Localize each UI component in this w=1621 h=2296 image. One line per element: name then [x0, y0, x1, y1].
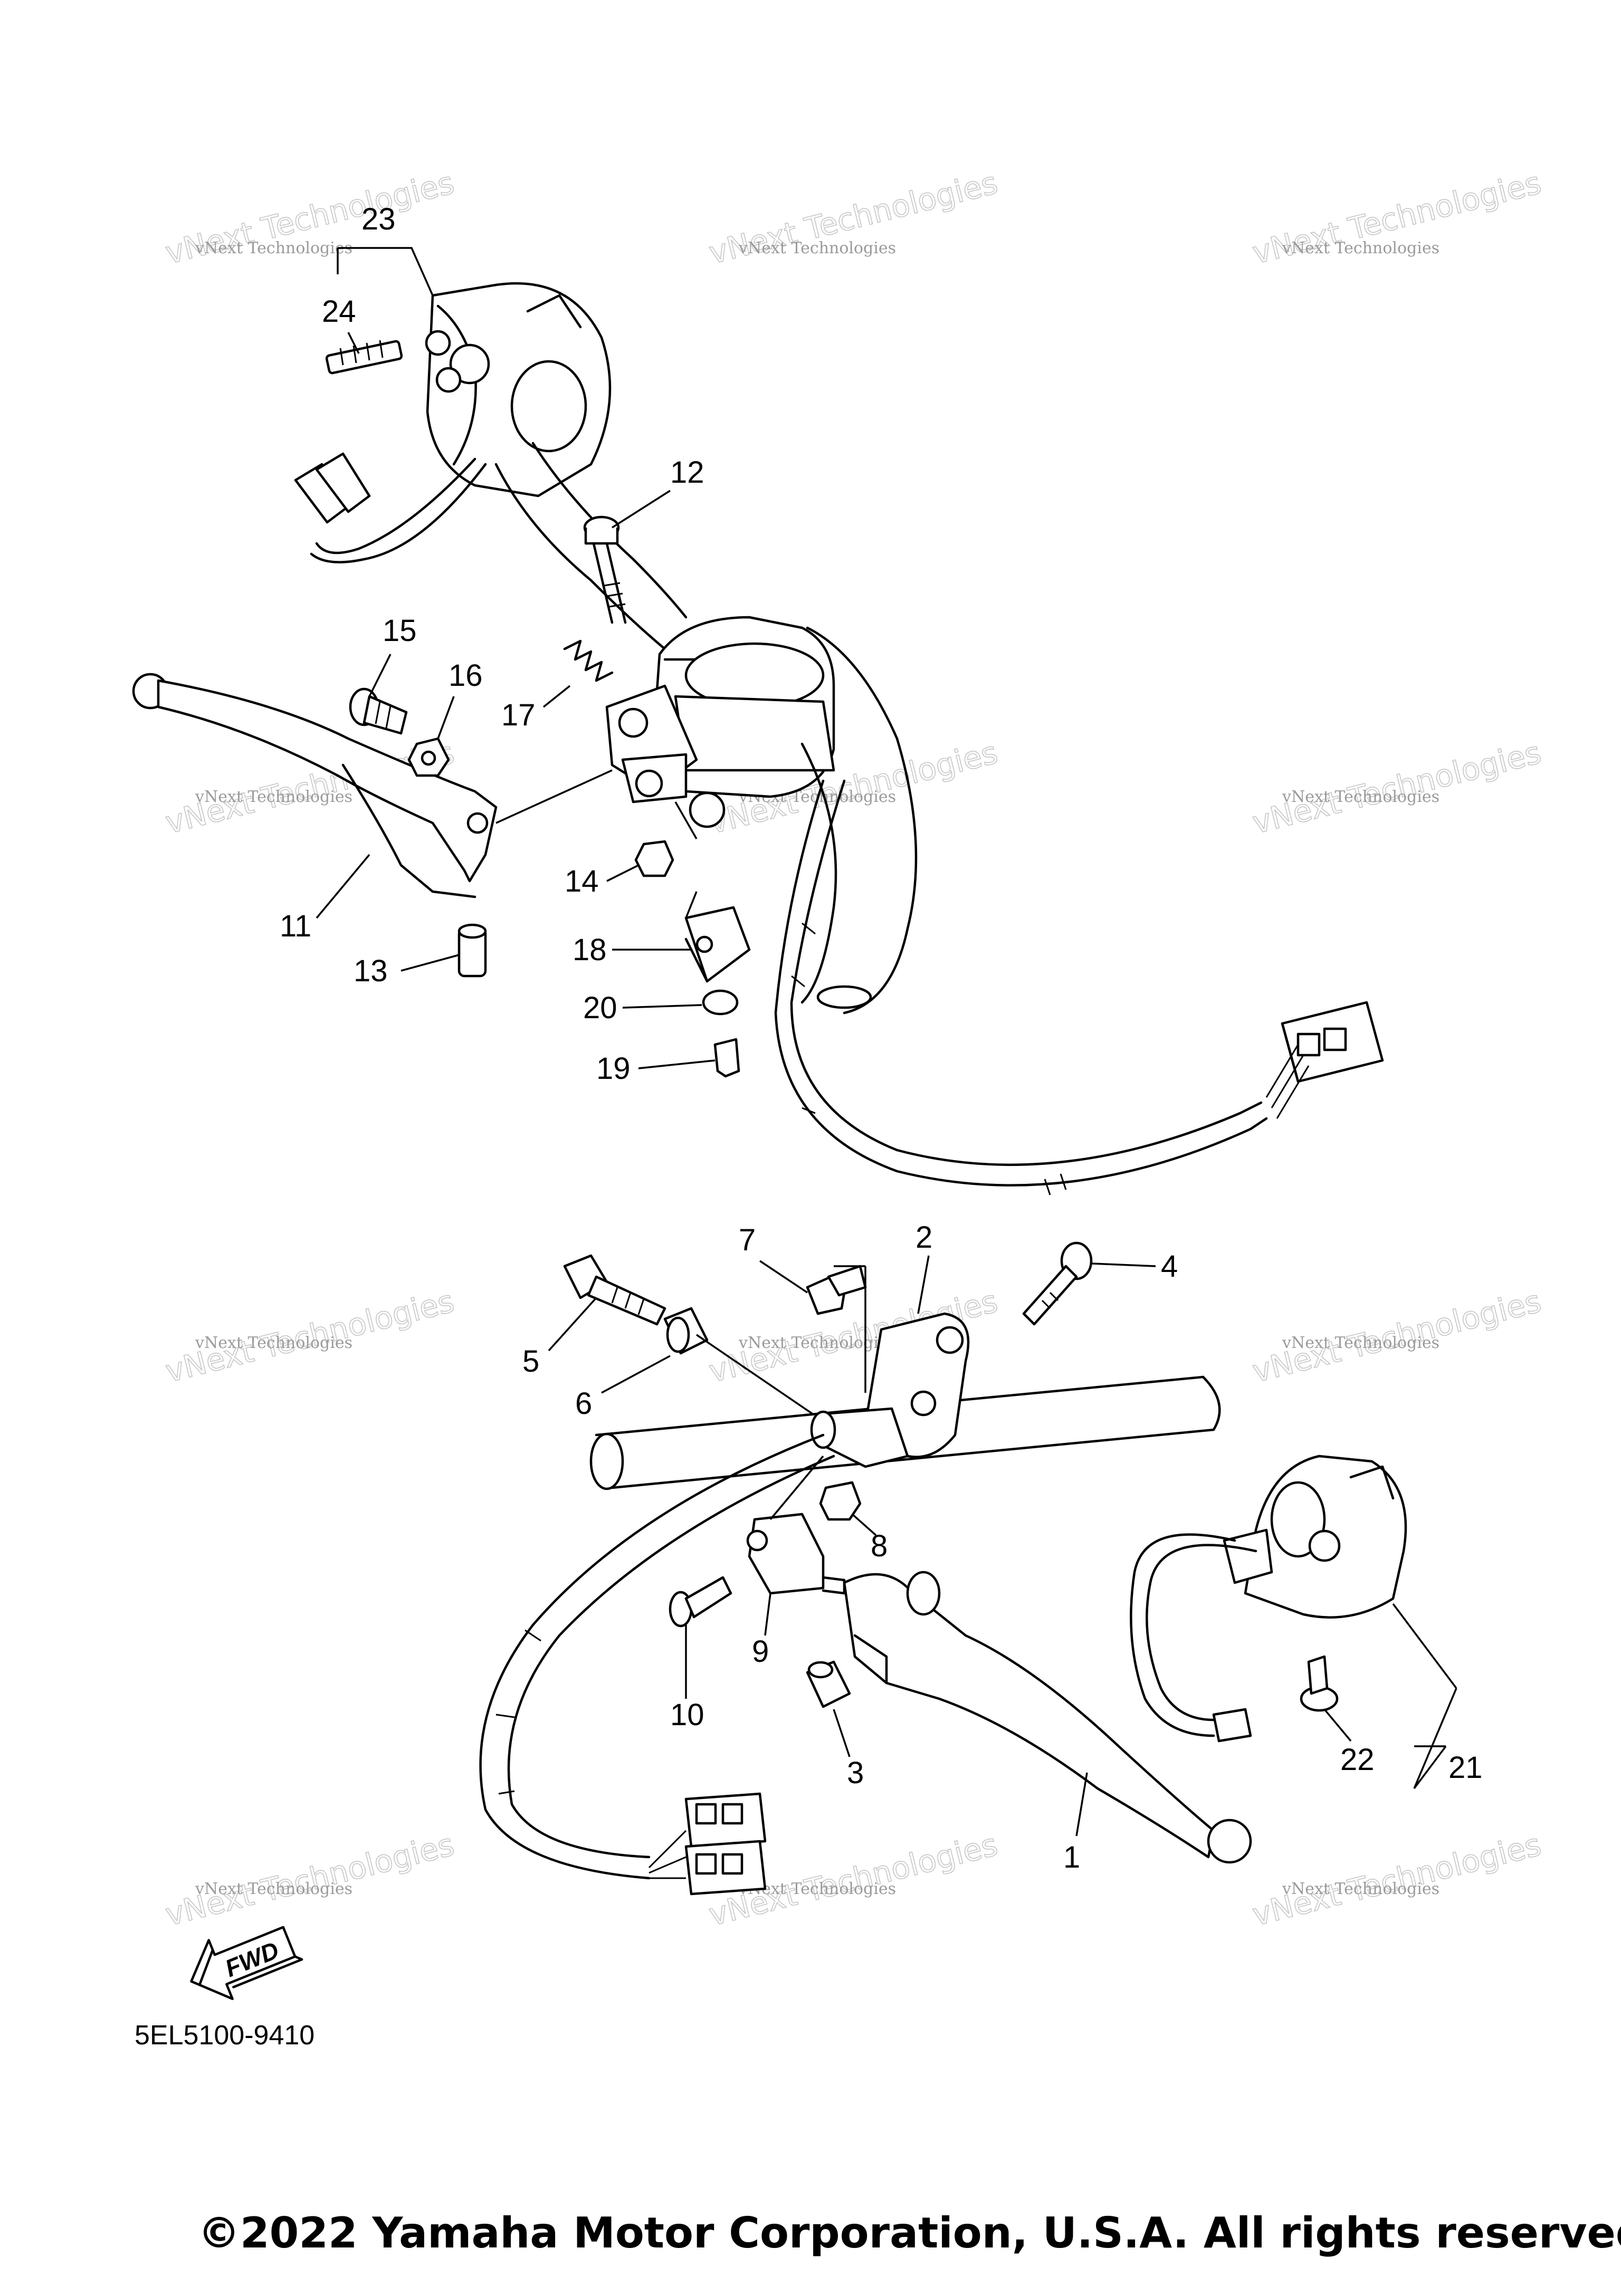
- callout-18: 18: [573, 933, 607, 967]
- clutch-holder-2: [810, 1312, 970, 1468]
- callout-14: 14: [565, 864, 599, 898]
- watermark-small: vNext Technologies: [195, 239, 352, 257]
- callout-17: 17: [501, 698, 536, 732]
- connector-lower-a: [684, 1792, 767, 1848]
- watermark-small: vNext Technologies: [738, 239, 896, 257]
- bolt-7: [806, 1265, 867, 1315]
- callout-22: 22: [1340, 1743, 1375, 1777]
- bolt-12: [583, 515, 627, 624]
- lower-assembly: [479, 1241, 1407, 1896]
- callout-8: 8: [871, 1529, 888, 1563]
- bolt-4: [1022, 1241, 1093, 1326]
- callout-12: 12: [670, 455, 704, 490]
- screw-22: [1300, 1655, 1339, 1712]
- upper-assembly: [132, 282, 1384, 1195]
- bolt-5: [563, 1254, 666, 1326]
- watermark-small: vNext Technologies: [1282, 239, 1439, 257]
- connector-right: [1212, 1708, 1252, 1743]
- watermark-small: vNext Technologies: [195, 1880, 352, 1898]
- screw-19: [713, 1038, 740, 1078]
- watermark-small: vNext Technologies: [1282, 788, 1439, 806]
- callout-9: 9: [752, 1634, 769, 1669]
- callout-1: 1: [1063, 1840, 1080, 1874]
- callout-11: 11: [280, 909, 311, 943]
- collar-13: [457, 923, 487, 978]
- nut-14: [634, 840, 674, 877]
- right-handlebar-switch: [1223, 1455, 1407, 1619]
- collar-3: [806, 1660, 851, 1708]
- brake-switch-18: [684, 906, 751, 983]
- connector-upper: [1265, 1001, 1384, 1119]
- callout-16: 16: [449, 658, 483, 693]
- handlebar-grip-upper: [800, 626, 918, 1015]
- brake-lever-11: [132, 673, 498, 898]
- bolt-15: [349, 687, 408, 735]
- callout-21: 21: [1448, 1750, 1483, 1785]
- part-code: 5EL5100-9410: [135, 2020, 314, 2051]
- spacer-6: [663, 1307, 709, 1355]
- watermark-small: vNext Technologies: [738, 1334, 896, 1352]
- left-handlebar-switch: [425, 282, 612, 498]
- callout-13: 13: [354, 954, 388, 988]
- callout-19: 19: [596, 1051, 631, 1086]
- callout-7: 7: [739, 1223, 756, 1257]
- callout-4: 4: [1161, 1249, 1178, 1284]
- callout-24: 24: [322, 294, 356, 329]
- master-cylinder: [605, 616, 835, 828]
- screw-10: [669, 1576, 732, 1628]
- spring-17: [563, 639, 614, 682]
- watermark-small: vNext Technologies: [1282, 1334, 1439, 1352]
- clutch-lever-1: [843, 1571, 1252, 1864]
- watermark-small: vNext Technologies: [195, 1334, 352, 1352]
- callout-20: 20: [583, 991, 617, 1025]
- callouts: 23 24 12 15 16 17 11 13 14 18 20 19: [280, 202, 1483, 1874]
- callout-3: 3: [847, 1756, 864, 1790]
- copyright-notice: ©2022 Yamaha Motor Corporation, U.S.A. A…: [198, 2208, 1621, 2257]
- watermark-small: vNext Technologies: [195, 788, 352, 806]
- callout-15: 15: [383, 614, 417, 648]
- callout-23: 23: [361, 202, 396, 236]
- clutch-switch-9: [746, 1513, 846, 1595]
- nut-8: [819, 1481, 862, 1521]
- screw-24: [325, 340, 403, 375]
- watermark-small: vNext Technologies: [1282, 1880, 1439, 1898]
- connector-lower-b: [648, 1830, 767, 1896]
- washer-20: [702, 989, 739, 1016]
- callout-5: 5: [522, 1344, 539, 1379]
- callout-10: 10: [670, 1698, 704, 1732]
- callout-6: 6: [575, 1386, 592, 1421]
- callout-2: 2: [916, 1220, 932, 1255]
